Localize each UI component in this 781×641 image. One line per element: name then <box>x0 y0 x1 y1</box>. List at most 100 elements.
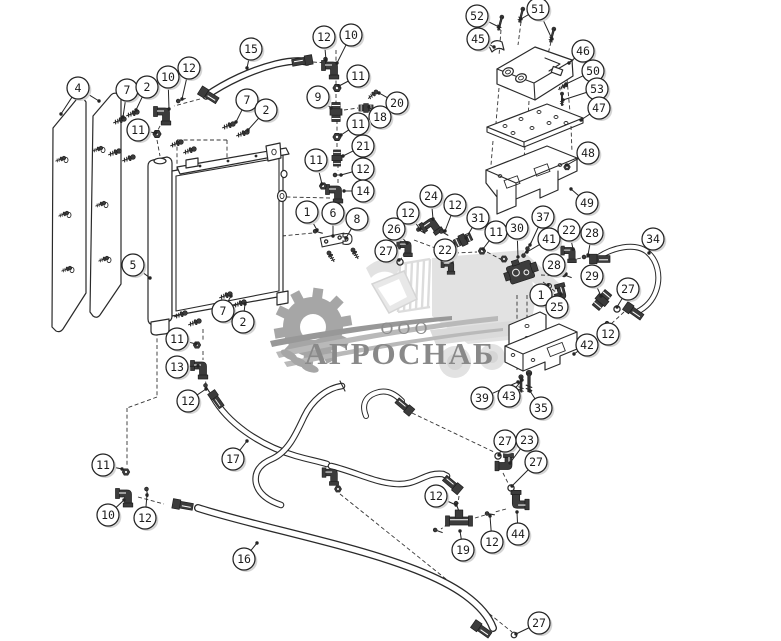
callout-balloon <box>616 277 640 301</box>
callout-balloon <box>545 295 569 319</box>
part-screw <box>95 200 107 208</box>
leader-line <box>482 240 490 250</box>
callout-number: 12 <box>601 327 615 341</box>
part-screw <box>55 155 67 163</box>
leader-dot <box>324 58 328 62</box>
hose-16 <box>194 504 497 632</box>
callout-balloon <box>557 218 581 242</box>
leader-dot <box>196 364 200 368</box>
leader-line <box>542 18 553 40</box>
callout-number: 41 <box>542 232 556 246</box>
part-elbow <box>494 453 514 472</box>
callout-39: 39 <box>470 380 520 411</box>
callout-12: 12 <box>133 493 159 531</box>
part-nut <box>121 468 131 476</box>
callout-2: 2 <box>134 75 161 112</box>
callout-balloon <box>351 134 375 158</box>
callout-12: 12 <box>443 193 469 233</box>
leader-dot <box>367 105 371 109</box>
leader-line <box>340 171 353 176</box>
callout-balloon <box>527 611 551 635</box>
callout-number: 12 <box>317 30 331 44</box>
callout-number: 11 <box>170 332 184 346</box>
callout-balloon <box>526 0 550 21</box>
callout-balloon <box>529 396 553 420</box>
callout-number: 42 <box>580 338 594 352</box>
callout-number: 49 <box>580 196 594 210</box>
callout-13: 13 <box>165 355 200 380</box>
callout-balloon <box>165 327 189 351</box>
part-bolt <box>496 14 505 31</box>
part-ferrule <box>622 301 645 321</box>
leader-dot <box>245 66 249 70</box>
callout-balloon <box>580 221 604 245</box>
part-pin <box>432 527 443 534</box>
fittings-layer <box>55 6 645 639</box>
leader-line <box>516 511 518 524</box>
leader-dot <box>344 236 348 240</box>
callout-number: 20 <box>390 96 404 110</box>
leader-dot <box>515 510 519 514</box>
leader-dot <box>497 453 501 457</box>
callout-number: 39 <box>475 391 489 405</box>
callout-number: 5 <box>130 258 137 272</box>
callout-number: 15 <box>244 42 258 56</box>
leader-dot <box>194 342 198 346</box>
callout-number: 8 <box>354 212 361 226</box>
leader-dot <box>418 227 422 231</box>
callout-number: 7 <box>220 304 227 318</box>
callout-balloon <box>368 105 392 129</box>
callout-number: 18 <box>373 110 387 124</box>
callout-balloon <box>529 283 553 307</box>
callout-18: 18 <box>367 105 394 130</box>
part-valve <box>503 258 539 285</box>
callout-number: 48 <box>581 146 595 160</box>
callout-number: 11 <box>351 69 365 83</box>
callout-7: 7 <box>211 294 237 324</box>
callout-balloon <box>419 184 443 208</box>
callout-balloon <box>396 201 420 225</box>
callout-balloon <box>306 85 330 109</box>
callout-11: 11 <box>304 148 330 186</box>
part-screw <box>350 247 360 260</box>
callout-45: 45 <box>466 27 496 52</box>
part-union <box>329 102 343 122</box>
callout-22: 22 <box>557 218 583 251</box>
leader-dot <box>514 632 518 636</box>
leader-dot <box>405 241 409 245</box>
callout-number: 11 <box>131 123 145 137</box>
leader-line <box>336 44 347 64</box>
leader-line <box>516 238 519 258</box>
callout-balloon <box>580 264 604 288</box>
callout-balloon <box>66 76 90 100</box>
callout-balloon <box>515 428 539 452</box>
part-screw <box>98 255 110 263</box>
leader-line <box>60 96 73 115</box>
callout-balloon <box>451 538 475 562</box>
callout-number: 28 <box>585 226 599 240</box>
callout-31: 31 <box>464 206 492 240</box>
callout-number: 29 <box>585 269 599 283</box>
callout-number: 28 <box>547 258 561 272</box>
callout-balloon <box>126 118 150 142</box>
leader-dot <box>572 352 576 356</box>
callout-number: 27 <box>498 434 512 448</box>
part-screw <box>58 210 70 218</box>
callout-10: 10 <box>96 498 126 528</box>
callout-51: 51 <box>519 0 554 41</box>
leader-dot <box>204 387 208 391</box>
leader-line <box>570 188 580 197</box>
callout-balloon <box>587 96 611 120</box>
leader-line <box>566 158 579 166</box>
leader-dot <box>122 498 126 502</box>
callout-16: 16 <box>232 541 259 572</box>
hose-34 <box>594 243 662 315</box>
callout-number: 25 <box>550 300 564 314</box>
callout-balloon <box>346 112 370 136</box>
callout-balloon <box>156 65 180 89</box>
callout-12: 12 <box>312 25 338 62</box>
callout-12: 12 <box>424 484 458 509</box>
callout-balloon <box>575 191 599 215</box>
callout-balloon <box>135 75 159 99</box>
